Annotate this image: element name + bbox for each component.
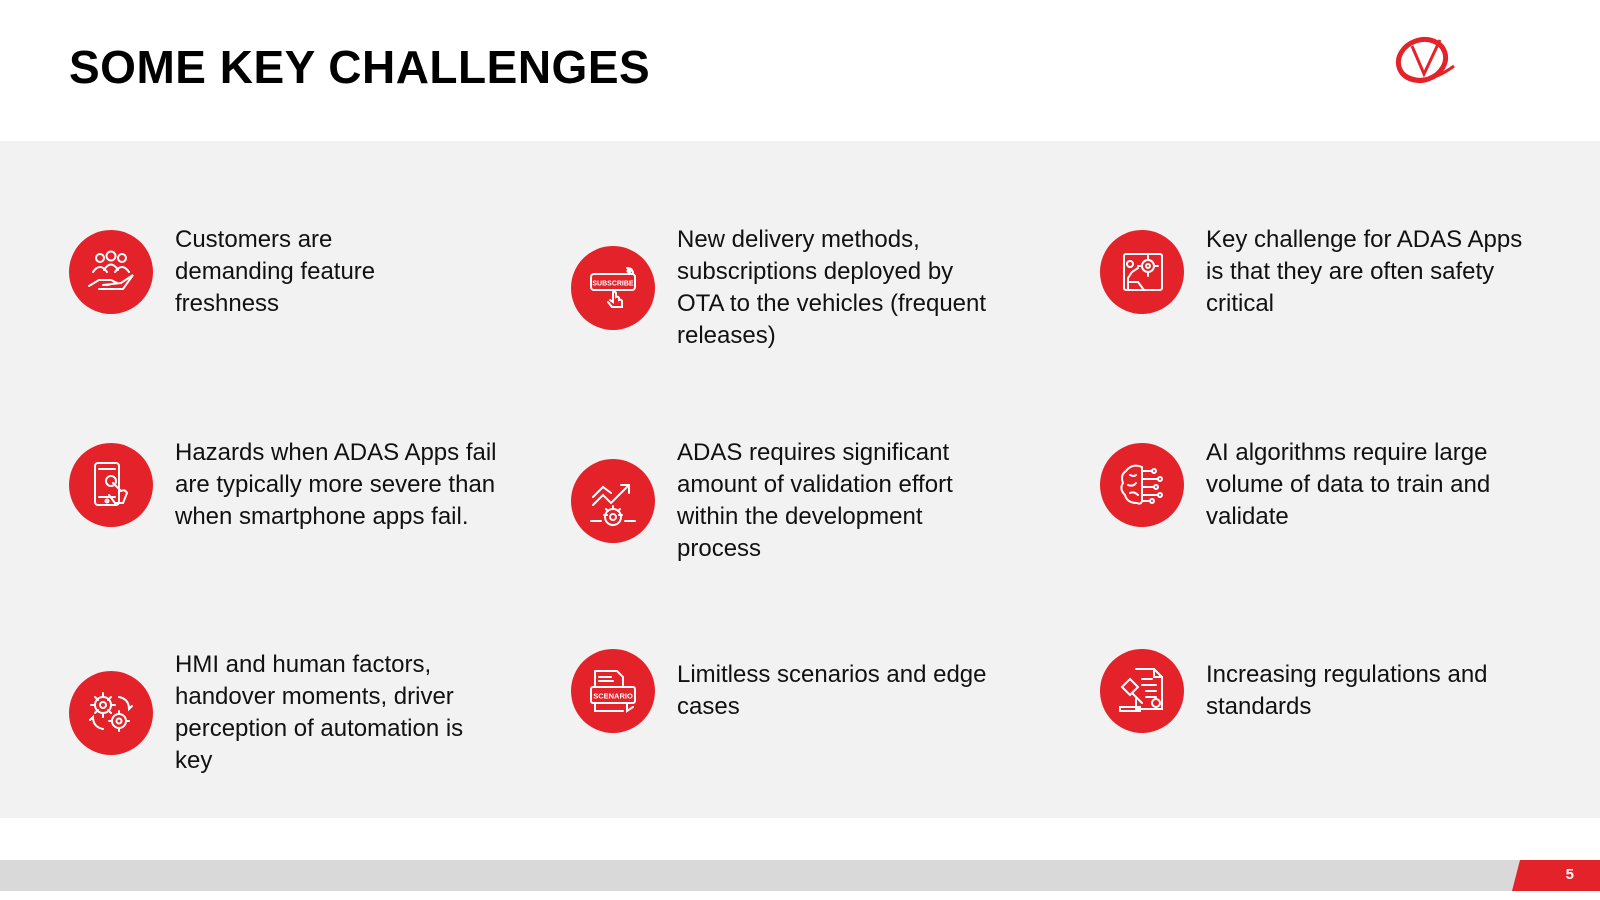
challenge-text: Increasing regulations and standards [1206, 661, 1488, 720]
challenge-text: Customers are demanding feature freshnes… [175, 226, 376, 317]
challenge-item: SCENARIO Limitless scenarios and edge ca… [571, 649, 997, 733]
challenge-item: HMI and human factors, handover moments,… [69, 649, 495, 777]
footer-bar [0, 860, 1600, 891]
svg-text:SCENARIO: SCENARIO [593, 692, 633, 701]
page-number-box: 5 [1512, 860, 1600, 891]
scenario-folder-icon: SCENARIO [571, 649, 655, 733]
vi-grade-logo [1384, 30, 1564, 94]
page-number: 5 [1565, 866, 1574, 883]
challenge-item: Key challenge for ADAS Apps is that they… [1100, 224, 1526, 320]
challenge-text: Key challenge for ADAS Apps is that they… [1206, 226, 1523, 317]
subscribe-button-icon: SUBSCRIBE [571, 246, 655, 330]
regulation-gavel-document-icon [1100, 649, 1184, 733]
challenges-panel: Customers are demanding feature freshnes… [0, 141, 1600, 818]
smartphone-touch-icon [69, 443, 153, 527]
challenge-item: AI algorithms require large volume of da… [1100, 437, 1526, 533]
challenge-text: HMI and human factors, handover moments,… [175, 651, 464, 774]
challenge-text: New delivery methods, subscriptions depl… [677, 226, 987, 349]
challenge-item: Increasing regulations and standards [1100, 649, 1526, 733]
challenge-item: ADAS requires significant amount of vali… [571, 437, 997, 565]
challenge-item: Customers are demanding feature freshnes… [69, 224, 395, 320]
challenge-item: Hazards when ADAS Apps fail are typicall… [69, 437, 515, 533]
challenge-text: Hazards when ADAS Apps fail are typicall… [175, 439, 497, 530]
svg-text:SUBSCRIBE: SUBSCRIBE [592, 281, 634, 288]
challenge-item: SUBSCRIBE New delivery methods, subscrip… [571, 224, 997, 352]
challenge-text: ADAS requires significant amount of vali… [677, 439, 953, 562]
challenge-text: Limitless scenarios and edge cases [677, 661, 987, 720]
growth-chart-gear-icon [571, 459, 655, 543]
ai-brain-circuit-icon [1100, 443, 1184, 527]
slide-title: SOME KEY CHALLENGES [69, 41, 651, 93]
customers-hand-icon [69, 230, 153, 314]
vi-grade-logo-icon [1395, 36, 1455, 84]
challenge-text: AI algorithms require large volume of da… [1206, 439, 1491, 530]
safety-engineer-gear-icon [1100, 230, 1184, 314]
rotating-gears-icon [69, 671, 153, 755]
